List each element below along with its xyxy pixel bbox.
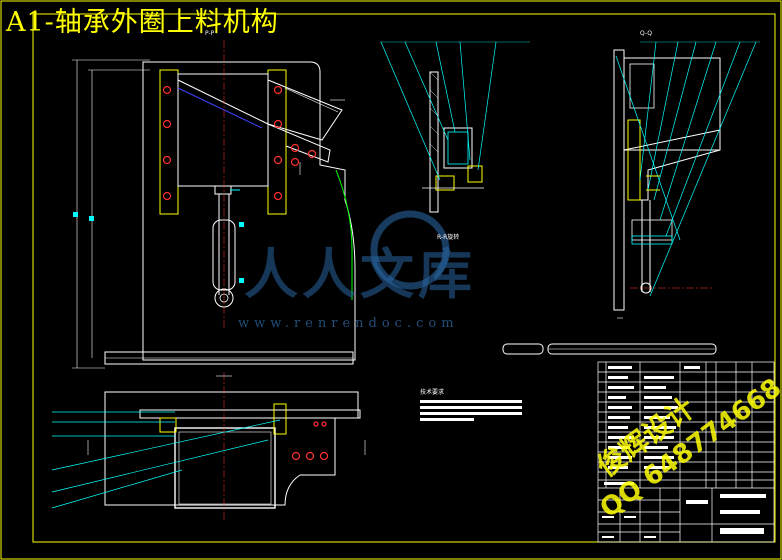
drawing-title: A1-轴承外圈上料机构 [6, 7, 279, 38]
watermark-text: 人人文库 [244, 243, 476, 306]
section-label-qq: Q-Q [640, 30, 652, 37]
watermark-url: www.renrendoc.com [238, 316, 459, 331]
bolt-holes [162, 85, 329, 461]
tech-requirements-title: 技术要求 [420, 389, 445, 396]
front-view [72, 40, 356, 369]
side-view-qq [502, 41, 760, 355]
title-block [597, 361, 775, 543]
tech-requirements-lines [420, 400, 522, 421]
plan-view [51, 372, 366, 520]
section-label-rr: R-R旋转 [437, 234, 460, 241]
section-label-pp: P-P [205, 30, 215, 37]
title-block-text-bars [602, 366, 766, 538]
watermark-logo [370, 210, 450, 290]
section-detail-pp [380, 41, 530, 213]
drawing-border-inner [32, 13, 776, 543]
